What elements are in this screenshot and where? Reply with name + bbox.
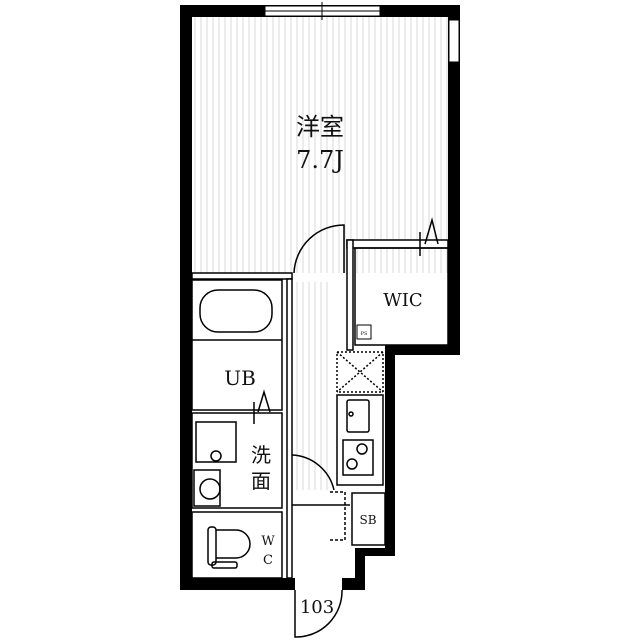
bathtub-icon <box>199 289 273 333</box>
wc-label-1: W <box>261 534 275 549</box>
pipe-space-box <box>356 324 372 340</box>
toilet-icon <box>207 526 251 569</box>
stove-icon <box>342 439 374 476</box>
side-window <box>448 19 460 63</box>
unit-bath-label: UB <box>224 366 256 390</box>
washroom-label-2: 面 <box>251 469 271 493</box>
unit-number: 103 <box>300 597 334 618</box>
washing-machine-icon <box>195 421 237 463</box>
partitions <box>191 239 449 579</box>
doors <box>253 217 439 638</box>
kitchen-sink-icon <box>346 399 370 433</box>
western-room-size: 7.7J <box>296 146 344 174</box>
washroom-label-1: 洗 <box>251 443 271 467</box>
pipe-space-label: PS <box>361 331 368 337</box>
top-window <box>264 2 381 20</box>
wc-label-2: C <box>263 553 273 568</box>
shoe-box-label: SB <box>359 513 376 527</box>
western-room-name: 洋室 <box>296 113 344 141</box>
outer-walls <box>180 5 460 590</box>
wic-label: WIC <box>383 290 422 311</box>
wash-basin-icon <box>193 469 221 507</box>
western-room-floor <box>192 17 448 273</box>
